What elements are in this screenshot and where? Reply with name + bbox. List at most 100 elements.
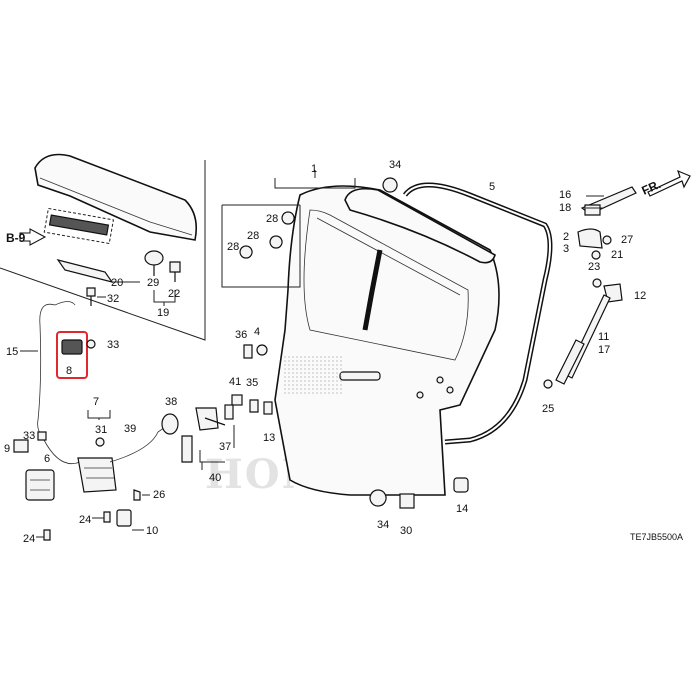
rear-spoiler[interactable] bbox=[34, 153, 198, 241]
callout-7: 7 bbox=[93, 396, 99, 408]
callout-17: 17 bbox=[598, 344, 610, 356]
callout-38: 38 bbox=[165, 396, 177, 408]
callout-2: 2 bbox=[563, 231, 569, 243]
grommet-34-top[interactable] bbox=[382, 177, 398, 193]
spoiler-seal-strip[interactable] bbox=[48, 214, 110, 236]
latch-stay-10[interactable] bbox=[116, 509, 132, 527]
callout-27: 27 bbox=[621, 234, 633, 246]
region-dividers bbox=[0, 160, 206, 341]
callout-12: 12 bbox=[634, 290, 646, 302]
section-reference[interactable]: B-9 bbox=[6, 228, 47, 246]
nut-33[interactable] bbox=[37, 431, 47, 441]
spoiler-garnish[interactable] bbox=[56, 259, 114, 283]
callout-28-low: 28 bbox=[227, 241, 239, 253]
key[interactable] bbox=[181, 435, 193, 463]
callout-11: 11 bbox=[598, 331, 609, 343]
bolt-27[interactable] bbox=[602, 235, 612, 245]
drawing-code: TE7JB5500A bbox=[630, 532, 683, 542]
lock-actuator-6[interactable] bbox=[25, 469, 55, 501]
callout-39: 39 bbox=[124, 423, 136, 435]
callout-28-mid: 28 bbox=[247, 230, 259, 242]
opener-switch-8[interactable] bbox=[61, 339, 83, 355]
right-hardware bbox=[543, 186, 637, 389]
washer-4[interactable] bbox=[256, 344, 268, 356]
bolt-26[interactable] bbox=[133, 489, 141, 501]
weatherstrip-5[interactable] bbox=[403, 182, 553, 445]
clip-28-top[interactable] bbox=[281, 211, 295, 225]
callout-34-bottom: 34 bbox=[377, 519, 389, 531]
callout-1: 1 bbox=[311, 163, 317, 175]
front-direction-label: FR. bbox=[640, 177, 663, 198]
callout-8: 8 bbox=[66, 365, 72, 377]
bumper-30[interactable] bbox=[399, 493, 415, 509]
garnish-handle[interactable] bbox=[339, 371, 381, 381]
callout-22: 22 bbox=[168, 288, 180, 300]
tailgate-latch-7[interactable] bbox=[77, 457, 117, 493]
bolt-24-left[interactable] bbox=[43, 529, 51, 541]
callout-41: 41 bbox=[229, 376, 241, 388]
upper-panel[interactable] bbox=[344, 187, 496, 264]
callout-40: 40 bbox=[209, 472, 221, 484]
front-arrow-icon bbox=[647, 169, 691, 197]
callout-33-switch: 33 bbox=[107, 339, 119, 351]
lock-group bbox=[13, 410, 150, 541]
callout-30: 30 bbox=[400, 525, 412, 537]
spoiler-clip-29[interactable] bbox=[144, 250, 164, 276]
rod-39[interactable] bbox=[109, 424, 169, 463]
bolt-32[interactable] bbox=[86, 287, 96, 306]
wire-harness-15[interactable] bbox=[37, 303, 56, 441]
hinge-2[interactable] bbox=[577, 228, 603, 249]
callout-18: 18 bbox=[559, 202, 571, 214]
callout-37: 37 bbox=[219, 441, 231, 453]
callout-24-center: 24 bbox=[79, 514, 91, 526]
bolt-35[interactable] bbox=[249, 399, 259, 413]
callout-32: 32 bbox=[107, 293, 119, 305]
front-direction-indicator: FR. bbox=[640, 169, 691, 198]
bolt-36[interactable] bbox=[243, 344, 253, 359]
bottom-parts bbox=[369, 177, 469, 509]
callout-10: 10 bbox=[146, 525, 158, 537]
callout-20: 20 bbox=[111, 277, 123, 289]
spoiler-nut-22[interactable] bbox=[169, 261, 181, 282]
nut-21[interactable] bbox=[591, 250, 601, 260]
callout-5: 5 bbox=[489, 181, 495, 193]
callout-33-lock: 33 bbox=[23, 430, 35, 442]
lever bbox=[204, 417, 226, 426]
callout-6: 6 bbox=[44, 453, 50, 465]
callout-28-top: 28 bbox=[266, 213, 278, 225]
bolt-40[interactable] bbox=[224, 404, 234, 420]
callout-29: 29 bbox=[147, 277, 159, 289]
clip-33[interactable] bbox=[86, 339, 96, 349]
key-cylinder-group bbox=[109, 344, 273, 470]
callout-36: 36 bbox=[235, 329, 247, 341]
highlight-box bbox=[56, 331, 88, 379]
callout-31: 31 bbox=[95, 424, 107, 436]
clip-28-mid[interactable] bbox=[269, 235, 283, 249]
section-ref-arrow-icon bbox=[19, 228, 47, 246]
callout-35: 35 bbox=[246, 377, 258, 389]
callout-19: 19 bbox=[157, 307, 169, 319]
clip-28-low[interactable] bbox=[239, 245, 253, 259]
callout-21: 21 bbox=[611, 249, 623, 261]
bolt-25[interactable] bbox=[543, 379, 553, 389]
stopper-14[interactable] bbox=[453, 477, 469, 493]
guide-13[interactable] bbox=[263, 401, 273, 415]
clip-9[interactable] bbox=[13, 439, 29, 453]
callout-13: 13 bbox=[263, 432, 275, 444]
callout-3: 3 bbox=[563, 243, 569, 255]
callout-26: 26 bbox=[153, 489, 165, 501]
section-ref-label: B-9 bbox=[6, 231, 26, 245]
cylinder-seal-38[interactable] bbox=[161, 413, 179, 435]
grommet-31[interactable] bbox=[95, 437, 105, 447]
spoiler-group bbox=[34, 153, 198, 306]
grommet-34-bottom[interactable] bbox=[369, 489, 387, 507]
nut-23[interactable] bbox=[592, 278, 602, 288]
callout-9: 9 bbox=[4, 443, 10, 455]
clip-41[interactable] bbox=[231, 394, 243, 406]
callout-24-left: 24 bbox=[23, 533, 35, 545]
callout-34-top: 34 bbox=[389, 159, 401, 171]
clip-group-28 bbox=[221, 170, 356, 288]
bolt-24-center[interactable] bbox=[103, 511, 111, 523]
tailgate-panel[interactable] bbox=[274, 185, 500, 496]
